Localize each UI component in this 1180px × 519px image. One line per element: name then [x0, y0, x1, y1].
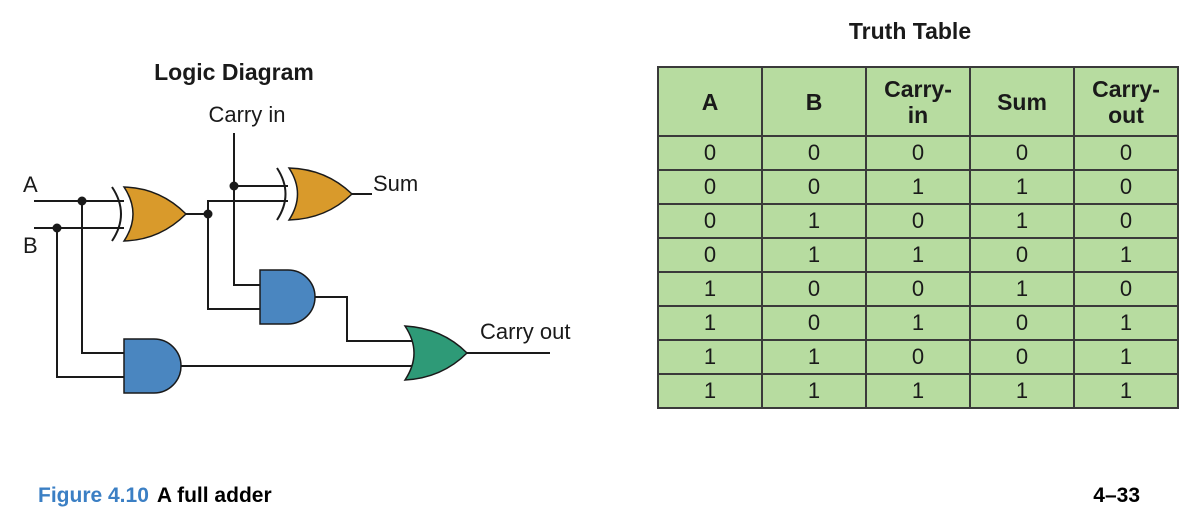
table-cell: 1: [1073, 339, 1179, 375]
input-b-label: B: [23, 233, 38, 258]
figure-title: A full adder: [156, 484, 272, 507]
table-cell: 1: [657, 271, 763, 307]
table-cell: 0: [865, 135, 971, 171]
table-cell: 1: [1073, 237, 1179, 273]
table-cell: 0: [657, 237, 763, 273]
figure-caption: Figure 4.10 A full adder: [38, 484, 272, 508]
table-cell: 0: [865, 271, 971, 307]
column-header-b: B: [761, 66, 867, 137]
table-cell: 1: [865, 237, 971, 273]
table-cell: 1: [969, 373, 1075, 409]
table-cell: 1: [969, 271, 1075, 307]
table-cell: 1: [761, 339, 867, 375]
table-cell: 0: [969, 305, 1075, 341]
table-cell: 1: [865, 305, 971, 341]
column-header-sum: Sum: [969, 66, 1075, 137]
table-cell: 1: [969, 203, 1075, 239]
table-cell: 1: [1073, 305, 1179, 341]
table-cell: 0: [761, 271, 867, 307]
table-cell: 0: [865, 339, 971, 375]
table-cell: 1: [657, 305, 763, 341]
figure-number: Figure 4.10: [38, 484, 149, 507]
table-cell: 0: [865, 203, 971, 239]
truth-table-title: Truth Table: [848, 18, 972, 44]
truth-table-header-row: A B Carry-in Sum Carry-out: [657, 66, 1179, 137]
table-cell: 0: [657, 135, 763, 171]
table-cell: 1: [865, 373, 971, 409]
xor-gate-1: [111, 186, 188, 242]
and-gate-1: [259, 269, 316, 325]
table-cell: 0: [657, 169, 763, 205]
table-cell: 0: [1073, 271, 1179, 307]
table-cell: 0: [761, 135, 867, 171]
page-number: 4–33: [1093, 484, 1140, 507]
table-cell: 0: [657, 203, 763, 239]
table-cell: 0: [1073, 169, 1179, 205]
logic-diagram: Logic Diagram Carry in A B Sum Carry out: [23, 59, 570, 394]
carry-in-label: Carry in: [208, 102, 285, 127]
table-cell: 1: [761, 203, 867, 239]
column-header-a: A: [657, 66, 763, 137]
logic-diagram-title: Logic Diagram: [154, 59, 314, 85]
table-cell: 0: [1073, 203, 1179, 239]
table-cell: 1: [865, 169, 971, 205]
table-cell: 0: [1073, 135, 1179, 171]
column-header-carry-in: Carry-in: [865, 66, 971, 137]
table-cell: 1: [761, 237, 867, 273]
table-cell: 1: [657, 339, 763, 375]
xor-gate-2: [276, 167, 354, 221]
table-cell: 1: [657, 373, 763, 409]
sum-label: Sum: [373, 171, 418, 196]
or-gate: [403, 325, 469, 381]
carry-out-label: Carry out: [480, 319, 570, 344]
and-gate-2: [123, 338, 182, 394]
wires: [34, 133, 550, 378]
table-cell: 0: [969, 135, 1075, 171]
table-cell: 0: [969, 237, 1075, 273]
table-cell: 1: [1073, 373, 1179, 409]
table-cell: 1: [969, 169, 1075, 205]
column-header-carry-out: Carry-out: [1073, 66, 1179, 137]
table-cell: 0: [761, 169, 867, 205]
table-cell: 1: [761, 373, 867, 409]
table-cell: 0: [761, 305, 867, 341]
input-a-label: A: [23, 172, 38, 197]
junction-dots: [52, 181, 239, 233]
table-cell: 0: [969, 339, 1075, 375]
